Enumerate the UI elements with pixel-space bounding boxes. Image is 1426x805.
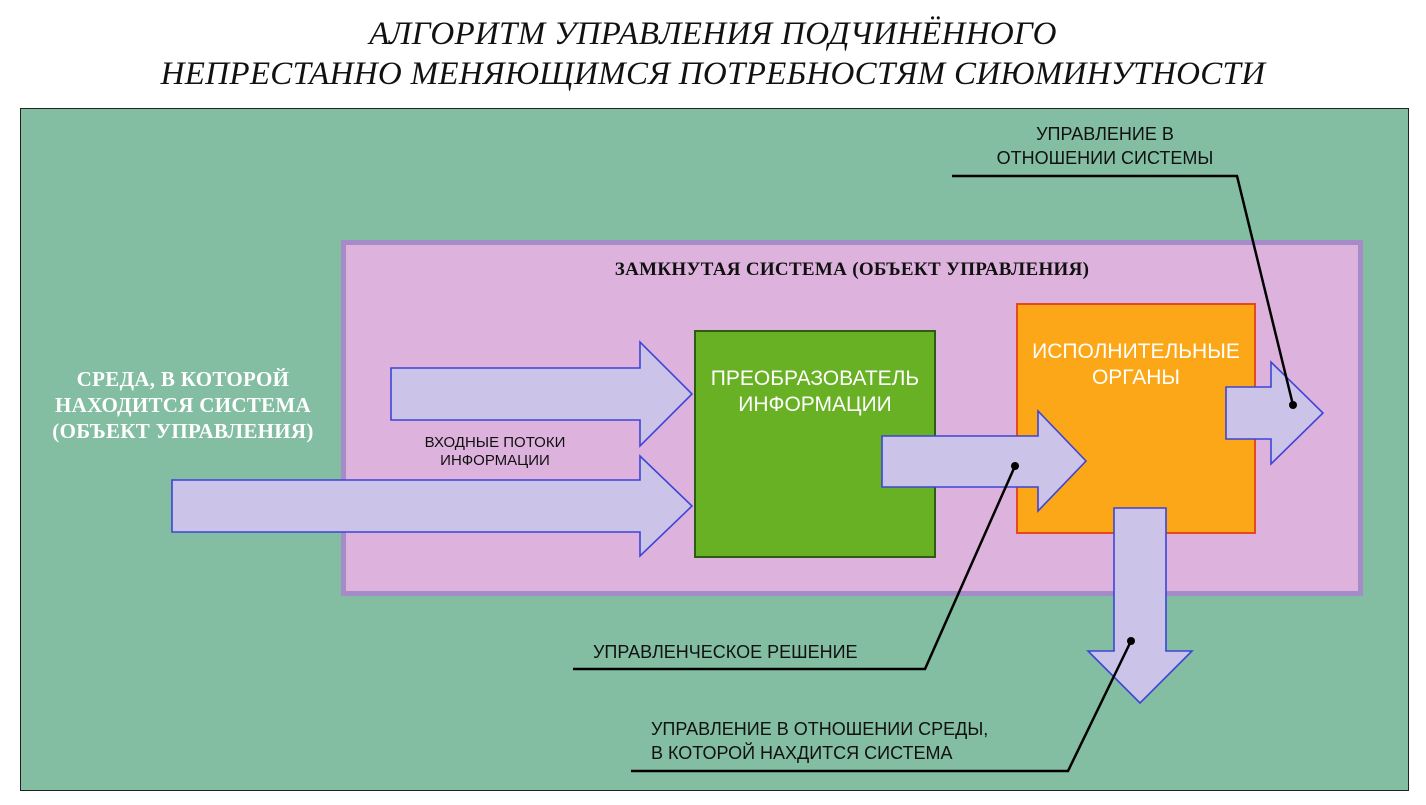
- environment-label-line-3: (ОБЪЕКТ УПРАВЛЕНИЯ): [52, 419, 314, 443]
- environment-control-arrow: [1086, 507, 1194, 705]
- environment-control-leader: [631, 640, 1133, 773]
- decision-arrow: [881, 409, 1088, 513]
- input-flows-line-2: ИНФОРМАЦИИ: [440, 452, 550, 469]
- system-control-leader: [952, 174, 1295, 406]
- converter-label-line-2: ИНФОРМАЦИИ: [738, 393, 892, 416]
- environment-label-line-2: НАХОДИТСЯ СИСТЕМА: [54, 393, 312, 417]
- organs-label-line-1: ИСПОЛНИТЕЛЬНЫЕ: [1032, 340, 1240, 363]
- organs-label-line-2: ОРГАНЫ: [1091, 366, 1181, 389]
- title-line-1: АЛГОРИТМ УПРАВЛЕНИЯ ПОДЧИНЁННОГО: [369, 16, 1057, 52]
- system-control-dot: [1289, 401, 1297, 409]
- title-line-2: НЕПРЕСТАННО МЕНЯЮЩИМСЯ ПОТРЕБНОСТЯМ СИЮМ…: [160, 56, 1266, 92]
- input-arrow-lower: [171, 454, 694, 558]
- system-control-line-1: УПРАВЛЕНИЕ В: [1036, 124, 1174, 144]
- environment-control-dot: [1127, 637, 1135, 645]
- decision-dot: [1011, 462, 1019, 470]
- closed-system-title: ЗАМКНУТАЯ СИСТЕМА (ОБЪЕКТ УПРАВЛЕНИЯ): [614, 259, 1090, 280]
- environment-control-line-2: В КОТОРОЙ НАХДИТСЯ СИСТЕМА: [651, 743, 953, 763]
- input-arrow-upper: [390, 340, 694, 448]
- environment-label-line-1: СРЕДА, В КОТОРОЙ: [76, 367, 290, 391]
- input-flows-label: ВХОДНЫЕ ПОТОКИ ИНФОРМАЦИИ: [395, 434, 595, 470]
- environment-control-line-1: УПРАВЛЕНИЕ В ОТНОШЕНИИ СРЕДЫ,: [651, 719, 989, 739]
- decision-leader: [573, 465, 1017, 671]
- environment-label: СРЕДА, В КОТОРОЙ НАХОДИТСЯ СИСТЕМА (ОБЪЕ…: [18, 366, 348, 444]
- converter-label-line-1: ПРЕОБРАЗОВАТЕЛЬ: [710, 367, 920, 390]
- diagram-title: АЛГОРИТМ УПРАВЛЕНИЯ ПОДЧИНЁННОГО НЕПРЕСТ…: [0, 14, 1426, 94]
- environment-control-callout: УПРАВЛЕНИЕ В ОТНОШЕНИИ СРЕДЫ, В КОТОРОЙ …: [651, 717, 988, 765]
- decision-callout: УПРАВЛЕНЧЕСКОЕ РЕШЕНИЕ: [593, 642, 858, 662]
- system-control-arrow: [1225, 360, 1325, 466]
- executive-organs-box: ИСПОЛНИТЕЛЬНЫЕ ОРГАНЫ: [1016, 303, 1256, 534]
- system-control-line-2: ОТНОШЕНИИ СИСТЕМЫ: [996, 148, 1214, 168]
- system-control-callout: УПРАВЛЕНИЕ В ОТНОШЕНИИ СИСТЕМЫ: [985, 122, 1225, 170]
- input-flows-line-1: ВХОДНЫЕ ПОТОКИ: [424, 434, 566, 451]
